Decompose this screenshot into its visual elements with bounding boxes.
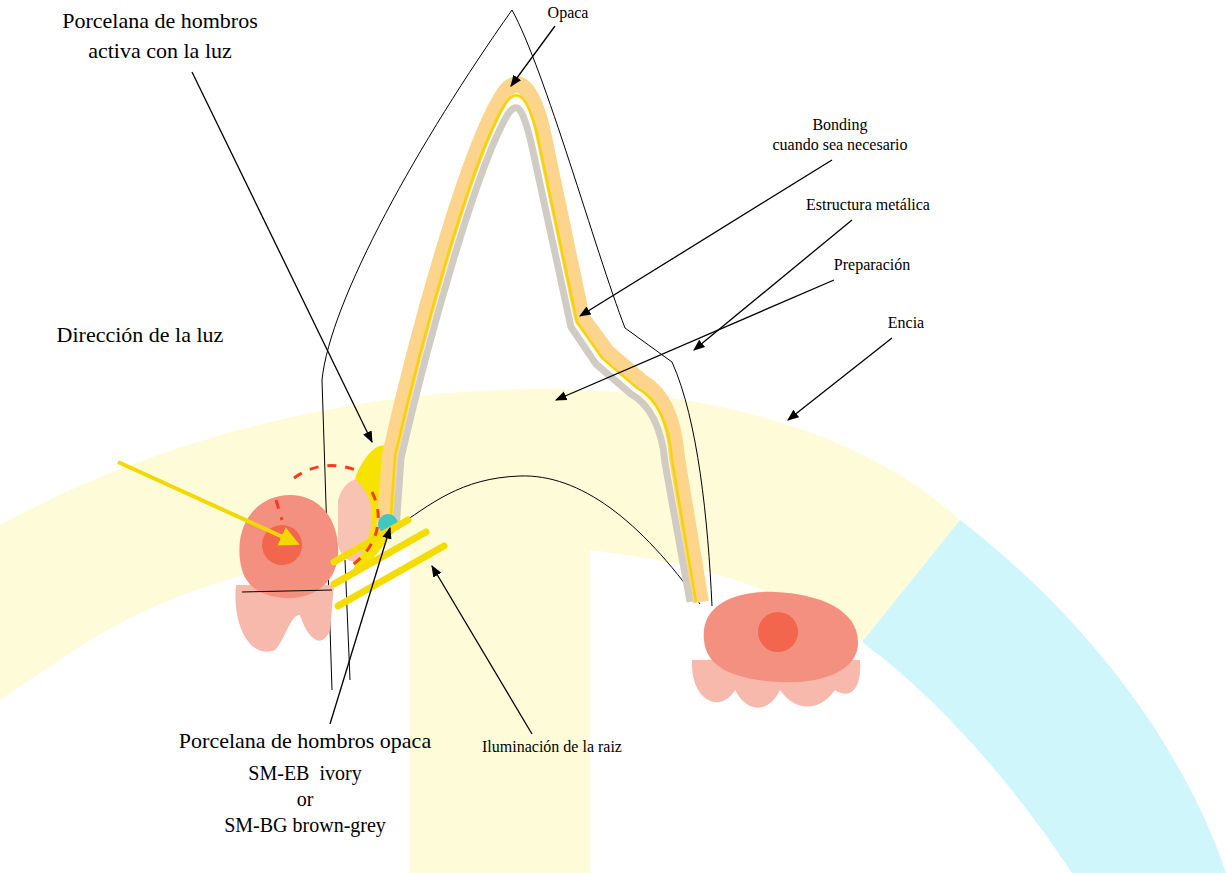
root-light-strip [410, 520, 590, 873]
part-label: Dirección de la luz [57, 322, 224, 347]
part-label: or [297, 788, 314, 811]
light-dashes [276, 466, 378, 569]
part-label: Bonding [812, 116, 867, 134]
part-label: Porcelana de hombros opaca [179, 728, 431, 753]
crown-outline [322, 10, 712, 690]
light-band-blue [862, 520, 1226, 873]
part-label: Encia [888, 314, 924, 332]
product-code: SM-BG brown-grey [224, 814, 386, 837]
part-label: Estructura metálica [806, 196, 930, 214]
part-label: Porcelana de hombros [62, 8, 258, 33]
part-label: Preparación [834, 256, 910, 274]
preparation-line [395, 476, 700, 604]
product-code: SM-EB ivory [248, 762, 361, 785]
opaque-layer [384, 84, 701, 602]
light-direction-arrow [118, 462, 296, 543]
bonding-layer [390, 95, 696, 602]
gum-right-core [758, 612, 798, 652]
part-label: Iluminación de la raiz [482, 738, 622, 756]
leader-lines [192, 26, 892, 734]
gum-left [239, 495, 338, 598]
part-label: cuando sea necesario [772, 136, 907, 154]
gum-right [704, 592, 858, 682]
metal-framework [396, 108, 690, 602]
gum-line-left [242, 590, 332, 592]
part-label: Opaca [548, 4, 589, 22]
part-label: activa con la luz [88, 38, 232, 63]
